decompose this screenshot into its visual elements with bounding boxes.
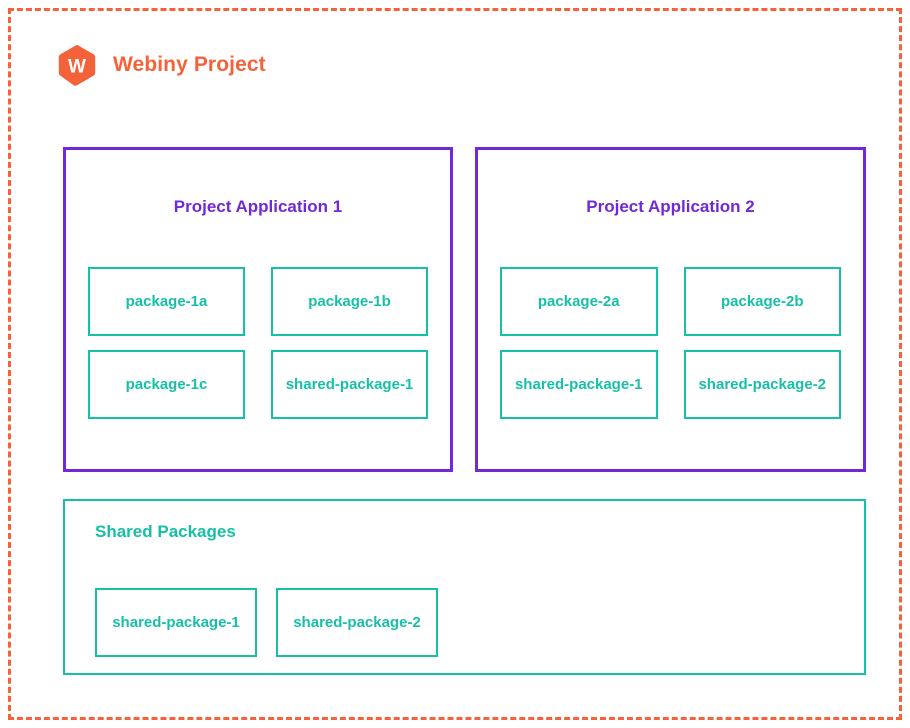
svg-text:W: W [68, 57, 86, 78]
project-boundary: W Webiny Project Project Application 1 p… [8, 8, 902, 720]
webiny-hexagon-logo-icon: W [55, 43, 99, 87]
package-box: package-1c [88, 350, 245, 419]
package-box: shared-package-1 [95, 588, 257, 657]
project-application-1-package-grid: package-1a package-1b package-1c shared-… [88, 267, 428, 419]
package-box: shared-package-1 [500, 350, 658, 419]
shared-packages-title: Shared Packages [95, 522, 236, 541]
shared-packages-grid: shared-package-1 shared-package-2 [95, 588, 438, 657]
package-box: package-2b [683, 267, 841, 336]
project-header: W Webiny Project [55, 39, 266, 91]
shared-packages-container: Shared Packages shared-package-1 shared-… [63, 499, 866, 675]
page-title: Webiny Project [113, 53, 266, 76]
package-box: package-1b [271, 267, 428, 336]
package-box: shared-package-2 [276, 588, 438, 657]
project-application-1-container: Project Application 1 package-1a package… [63, 147, 453, 472]
package-box: shared-package-1 [271, 350, 428, 419]
project-application-2-title: Project Application 2 [586, 197, 755, 216]
project-application-1-title: Project Application 1 [173, 197, 343, 216]
package-box: package-1a [88, 267, 245, 336]
project-application-2-package-grid: package-2a package-2b shared-package-1 s… [500, 267, 841, 419]
package-box: shared-package-2 [683, 350, 841, 419]
package-box: package-2a [500, 267, 658, 336]
project-application-2-container: Project Application 2 package-2a package… [475, 147, 866, 472]
